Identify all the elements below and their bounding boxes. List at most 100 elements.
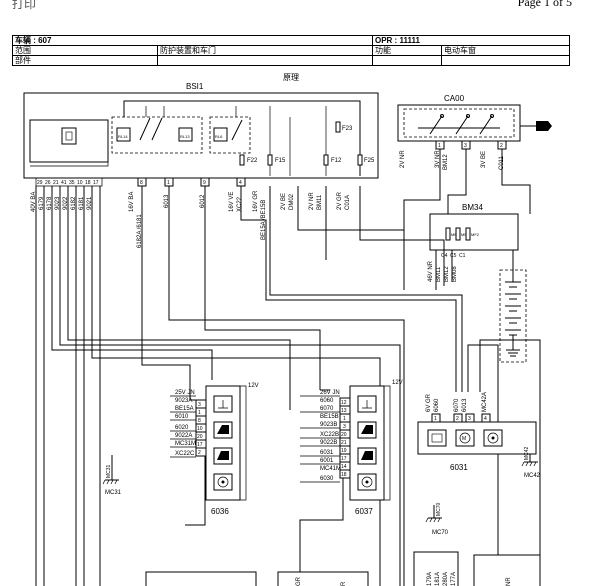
- svg-text:21: 21: [53, 180, 59, 186]
- svg-text:6181: 6181: [79, 196, 85, 210]
- bottom-connectors: 179A 181A 280A 177A NR GR R: [145, 551, 541, 586]
- svg-text:9023A: 9023A: [175, 398, 192, 404]
- module-6031: 6V GR 6060 6070 6013 MC42A 1 2 3 4 M 603…: [417, 392, 537, 472]
- svg-text:6179: 6179: [39, 196, 45, 210]
- bm34-fuse-box: BM34 MF5 MF1 MF2 C4 C5 C1 46V NR BM11 BM…: [428, 203, 519, 282]
- relay-rl14-label: RL14: [118, 134, 128, 139]
- svg-text:17: 17: [93, 180, 99, 186]
- bsi-left-pins: 29 26 21 41 35 10 18 17: [35, 177, 103, 187]
- svg-text:3: 3: [468, 416, 471, 422]
- m6036-pins: 3 1 8 10 20 17 2: [195, 399, 207, 457]
- svg-text:BM12: BM12: [444, 266, 450, 282]
- relay-rl6-outline: [209, 116, 251, 154]
- svg-text:3: 3: [464, 143, 467, 149]
- svg-text:6060: 6060: [320, 398, 334, 404]
- bsi-unit: BSI1 RL14 RL13 RL6 F23 F22 F15 F12 F25 2…: [23, 82, 379, 248]
- svg-text:MC70: MC70: [436, 502, 442, 516]
- svg-text:10: 10: [197, 426, 203, 432]
- svg-text:26V JN: 26V JN: [320, 390, 340, 396]
- svg-text:9022A: 9022A: [175, 433, 192, 439]
- bsi-pins: 8 1 9 4: [137, 177, 246, 187]
- fuse-f25: [357, 154, 363, 166]
- svg-text:9022B: 9022B: [320, 440, 337, 446]
- battery-symbol: [499, 250, 527, 363]
- module-6037: 26V JN 6060 6070 BE15B 9023B XC22B 9022B…: [300, 380, 403, 516]
- svg-text:MF1: MF1: [461, 232, 470, 237]
- relay-rl14-coil: [116, 127, 131, 142]
- m6031-motor-icon: [455, 429, 475, 447]
- svg-text:6030: 6030: [320, 476, 334, 482]
- relay-rl13-label: RL13: [180, 134, 190, 139]
- svg-text:8: 8: [140, 180, 143, 186]
- svg-text:MC31: MC31: [106, 464, 112, 478]
- svg-text:6178: 6178: [47, 196, 53, 210]
- svg-text:6182: 6182: [71, 196, 77, 210]
- svg-text:6V GR: 6V GR: [426, 393, 432, 412]
- svg-text:29: 29: [37, 180, 43, 186]
- fuse-f15-label: F15: [275, 158, 286, 164]
- svg-text:DM02: DM02: [289, 193, 295, 210]
- svg-text:C5: C5: [450, 253, 457, 259]
- svg-text:14: 14: [341, 464, 347, 470]
- svg-text:MC42A: MC42A: [482, 392, 488, 412]
- svg-text:C01A: C01A: [345, 195, 351, 210]
- ca00-ignition-switch: CA00 1 3 2 2V NR 3V NR BM12 3V BE C011: [397, 94, 552, 170]
- svg-text:19: 19: [341, 448, 347, 454]
- svg-text:9: 9: [203, 180, 206, 186]
- svg-text:2V GR: 2V GR: [337, 191, 343, 210]
- document-meta-table: 车辆 : 607 OPR : 11111 范围 防护装置和车门 功能 电动车窗 …: [12, 35, 570, 66]
- ground-mc70: MC70 MC70: [425, 502, 449, 536]
- svg-text:6012: 6012: [200, 194, 206, 208]
- svg-text:9023: 9023: [55, 196, 61, 210]
- bm34-name: BM34: [462, 203, 483, 212]
- svg-text:41: 41: [61, 180, 67, 186]
- m6036-name: 6036: [211, 507, 229, 516]
- relay-group-outline: [111, 116, 203, 154]
- svg-text:6001: 6001: [320, 458, 334, 464]
- print-label: 打印: [12, 0, 37, 11]
- svg-text:1: 1: [198, 410, 201, 416]
- harness-wires: [35, 149, 541, 586]
- fuse-f12-label: F12: [331, 158, 342, 164]
- svg-text:MC31M: MC31M: [175, 441, 196, 447]
- svg-text:6182A /6181: 6182A /6181: [137, 214, 143, 248]
- m6037-name: 6037: [355, 507, 373, 516]
- svg-text:2: 2: [456, 416, 459, 422]
- svg-text:R: R: [341, 581, 347, 586]
- fuse-f22: [239, 154, 245, 166]
- svg-text:1: 1: [434, 416, 437, 422]
- svg-text:C1: C1: [459, 253, 466, 259]
- bsi-name: BSI1: [186, 82, 204, 91]
- svg-text:2: 2: [198, 450, 201, 456]
- fuse-f23: [335, 121, 341, 133]
- svg-text:4: 4: [484, 416, 487, 422]
- svg-text:12V: 12V: [392, 380, 403, 386]
- svg-text:BM12: BM12: [443, 154, 449, 170]
- fuse-f12: [323, 154, 329, 166]
- svg-text:6013: 6013: [462, 398, 468, 412]
- svg-text:177A: 177A: [451, 572, 457, 586]
- svg-text:2V BE: 2V BE: [281, 193, 287, 210]
- ca00-name: CA00: [444, 94, 465, 103]
- bsi-wire-labels: 16V BA 6182A /6181 6013 6012 16V VE XC22…: [129, 190, 351, 248]
- svg-text:M: M: [462, 436, 466, 442]
- diagram-title: 原理: [283, 73, 299, 82]
- svg-text:MC42: MC42: [524, 473, 541, 479]
- svg-text:12: 12: [341, 400, 347, 406]
- svg-text:12V: 12V: [248, 383, 259, 389]
- svg-text:9023B: 9023B: [320, 422, 337, 428]
- svg-text:MC41M: MC41M: [320, 466, 341, 472]
- relay-rl6-label: RL6: [215, 134, 223, 139]
- svg-text:BE15A: BE15A: [175, 406, 194, 412]
- svg-text:1: 1: [167, 180, 170, 186]
- svg-text:2: 2: [500, 143, 503, 149]
- relay-rl13-coil: [178, 127, 193, 142]
- svg-text:16V BA: 16V BA: [129, 192, 135, 212]
- svg-text:21: 21: [341, 440, 347, 446]
- ground-mc31: MC31 MC31: [102, 455, 122, 496]
- svg-text:MC31: MC31: [105, 490, 122, 496]
- fuse-f22-label: F22: [247, 158, 258, 164]
- svg-text:16V GR: 16V GR: [253, 190, 259, 212]
- svg-text:17: 17: [341, 456, 347, 462]
